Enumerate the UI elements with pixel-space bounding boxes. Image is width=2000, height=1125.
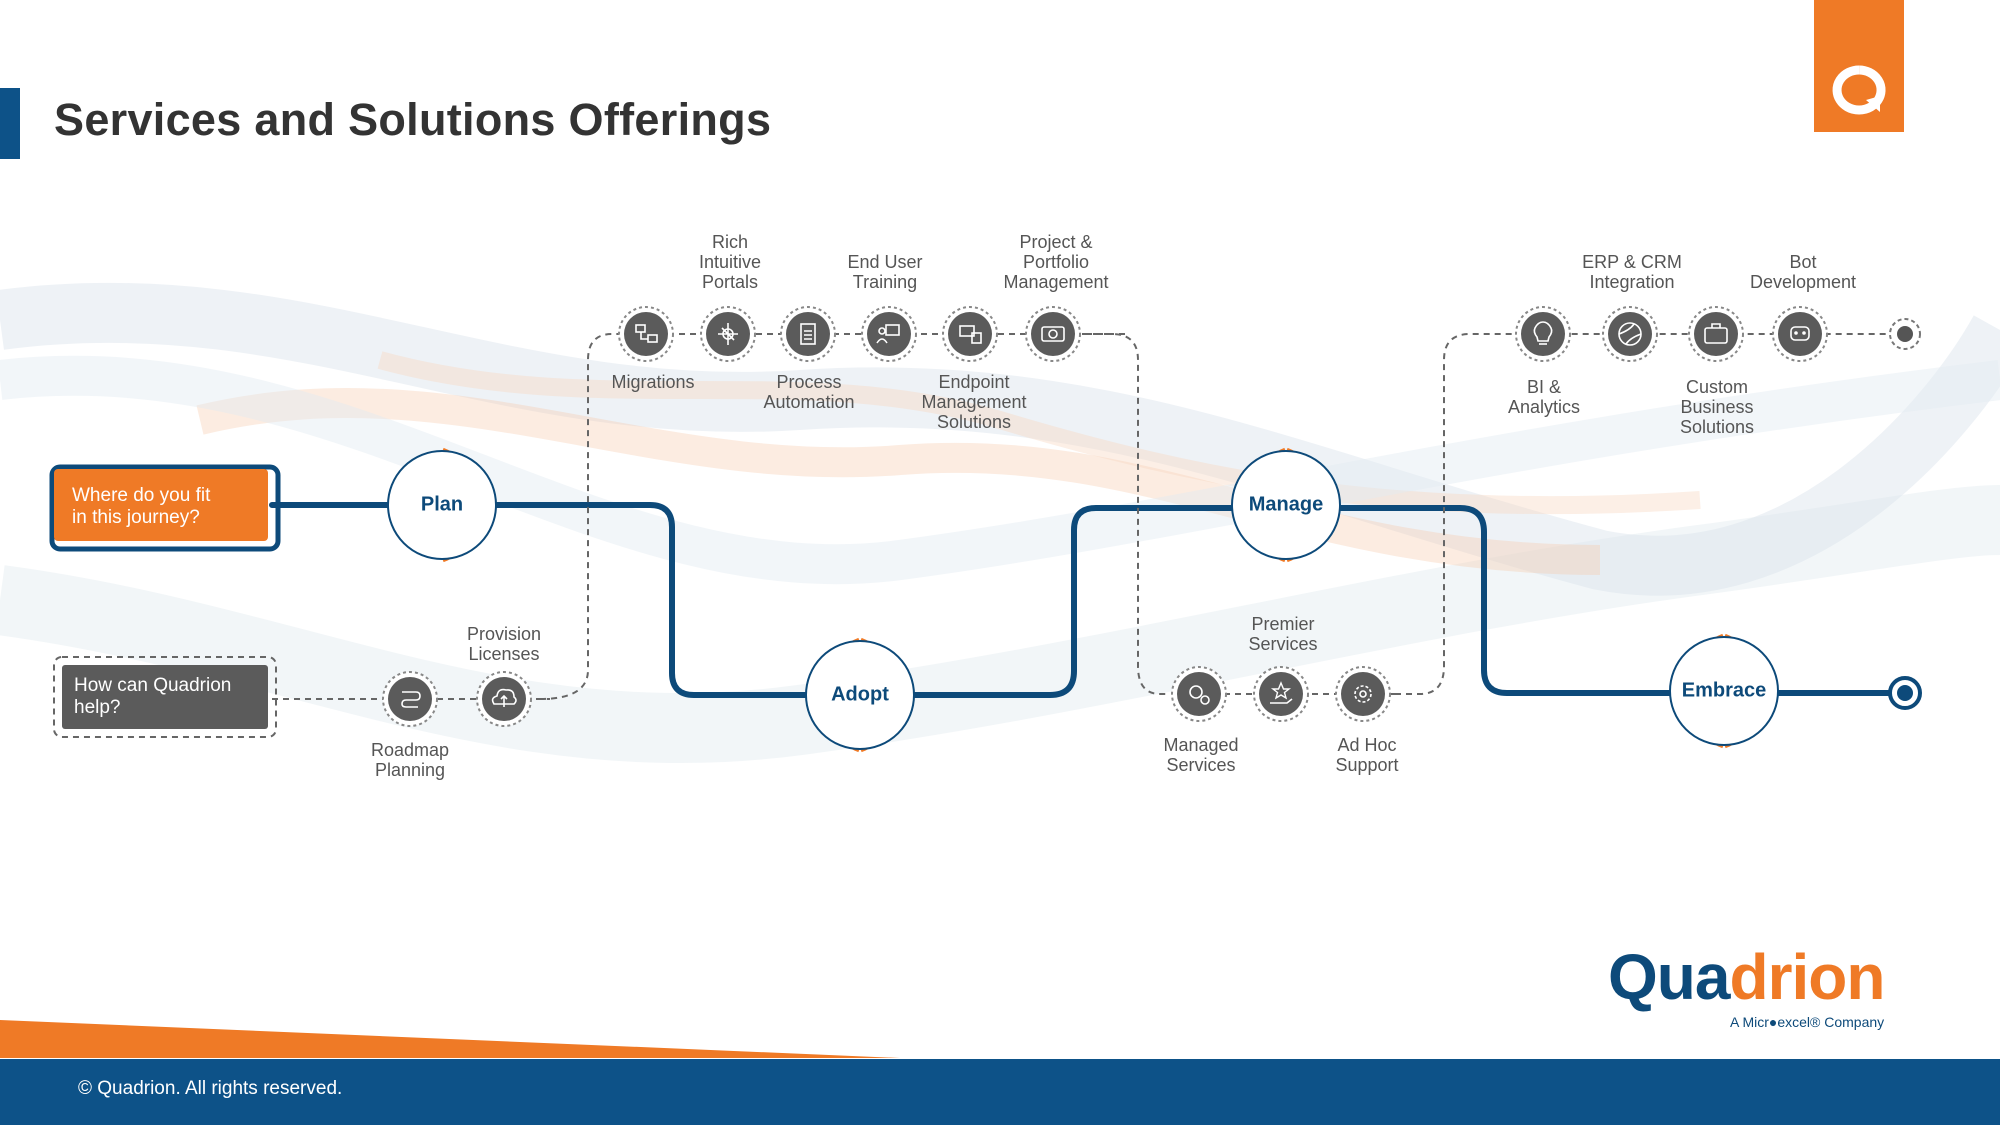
roadmap-icon — [382, 671, 438, 727]
path-end-marker — [1888, 676, 1922, 710]
cta-where-box[interactable]: Where do you fit in this journey? — [54, 469, 268, 541]
quadrion-q-icon — [1832, 65, 1886, 115]
corner-logo — [1814, 0, 1904, 132]
label-provision-licenses: Provision Licenses — [466, 624, 542, 664]
brand-tagline: A Micr●excel® Company — [1730, 1014, 1885, 1030]
portal-icon — [700, 306, 756, 362]
label-migrations: Migrations — [611, 372, 695, 392]
stage-adopt-circle[interactable] — [805, 637, 915, 753]
stage-plan-circle[interactable] — [387, 447, 497, 563]
dashed-end-marker — [1889, 318, 1921, 350]
project-icon — [1025, 306, 1081, 362]
label-bi-analytics: BI & Analytics — [1507, 377, 1581, 417]
label-managed-services: Managed Services — [1163, 735, 1239, 775]
stage-plan-label: Plan — [420, 493, 464, 516]
service-icons — [382, 306, 1828, 727]
label-endpoint-management: Endpoint Management Solutions — [921, 372, 1027, 432]
brand-name-part2: drion — [1729, 941, 1885, 1013]
label-roadmap-planning: Roadmap Planning — [370, 740, 450, 780]
journey-path — [269, 502, 1893, 698]
stage-embrace-circle[interactable] — [1669, 633, 1779, 749]
footer-bar — [0, 1059, 2000, 1125]
brand-logo: Quadrion — [1608, 940, 1885, 1014]
briefcase-icon — [1688, 306, 1744, 362]
stage-manage-circle[interactable] — [1231, 447, 1341, 563]
stage-manage-label: Manage — [1248, 493, 1324, 516]
integration-icon — [1602, 306, 1658, 362]
label-project-portfolio: Project & Portfolio Management — [1003, 232, 1109, 292]
label-premier-services: Premier Services — [1248, 614, 1318, 654]
endpoint-icon — [942, 306, 998, 362]
gears-icon — [1171, 666, 1227, 722]
cta-how-box[interactable]: How can Quadrion help? — [62, 665, 268, 729]
orange-accent-band — [0, 1020, 900, 1058]
label-process-automation: Process Automation — [763, 372, 855, 412]
stage-embrace-label: Embrace — [1681, 679, 1767, 702]
brand-name-part1: Qua — [1608, 941, 1730, 1013]
label-custom-business: Custom Business Solutions — [1679, 377, 1755, 437]
page-title: Services and Solutions Offerings — [54, 94, 772, 145]
label-erp-crm: ERP & CRM Integration — [1582, 252, 1682, 292]
lightbulb-icon — [1515, 306, 1571, 362]
background-waves — [0, 282, 2000, 764]
label-end-user-training: End User Training — [847, 252, 923, 292]
cta-how-frame — [53, 656, 277, 738]
label-bot-development: Bot Development — [1749, 252, 1857, 292]
stage-adopt-label: Adopt — [831, 683, 889, 706]
label-rich-portals: Rich Intuitive Portals — [698, 232, 762, 292]
migration-icon — [618, 306, 674, 362]
label-ad-hoc-support: Ad Hoc Support — [1335, 735, 1399, 775]
document-icon — [780, 306, 836, 362]
training-icon — [861, 306, 917, 362]
title-accent-bar — [0, 88, 20, 159]
star-hand-icon — [1253, 666, 1309, 722]
footer-copyright: © Quadrion. All rights reserved. — [78, 1078, 343, 1099]
cloud-upload-icon — [476, 671, 532, 727]
gear-icon — [1335, 666, 1391, 722]
cta-where-frame — [49, 464, 281, 552]
bot-icon — [1772, 306, 1828, 362]
